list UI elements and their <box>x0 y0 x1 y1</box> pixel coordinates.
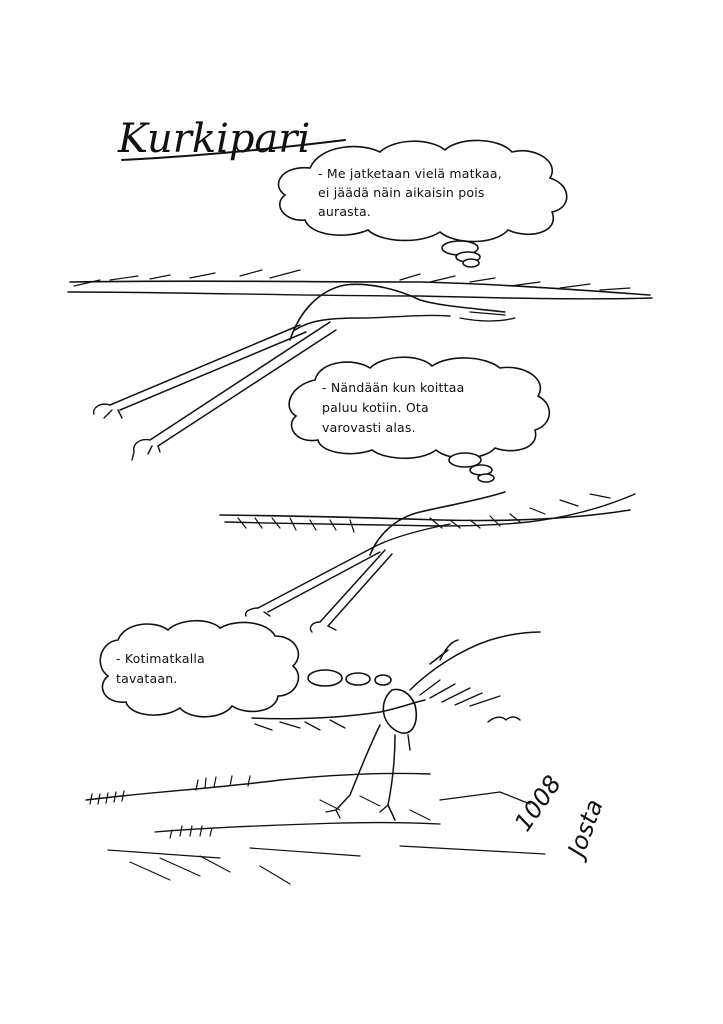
thought-dot <box>462 258 480 268</box>
bubble-line: aurasta. <box>318 204 371 219</box>
cloud-shape <box>288 356 551 460</box>
bubble-line: - Me jatketaan vielä matkaa, <box>318 166 502 181</box>
thought-bubble-3: - Kotimatkalla tavataan. <box>99 619 392 718</box>
bubble-line: paluu kotiin. Ota <box>322 400 429 415</box>
landscape <box>85 772 546 885</box>
title-underline <box>121 139 346 161</box>
thought-bubble-1: - Me jatketaan vielä matkaa, ei jäädä nä… <box>277 139 568 268</box>
signature-name: Josta <box>561 796 609 864</box>
crane-drawing-2 <box>219 491 636 633</box>
thought-dot <box>307 669 343 687</box>
thought-dot <box>448 452 482 468</box>
bubble-line: varovasti alas. <box>322 420 416 435</box>
cloud-shape <box>277 139 568 243</box>
signature-year: 1008 <box>509 770 567 836</box>
bubble-line: - Nändään kun koittaa <box>322 380 464 395</box>
cloud-shape <box>99 619 300 718</box>
bubble-line: tavataan. <box>116 671 178 686</box>
bubble-line: ei jäädä näin aikaisin pois <box>318 185 485 200</box>
bubble-line: - Kotimatkalla <box>116 651 205 666</box>
title-text: Kurkipari <box>117 116 310 162</box>
thought-bubble-2: - Nändään kun koittaa paluu kotiin. Ota … <box>288 356 551 483</box>
title: Kurkipari <box>117 116 346 162</box>
thought-dot <box>374 674 392 686</box>
thought-dot <box>477 473 495 483</box>
crane-drawing-3 <box>251 631 541 821</box>
signature: 1008 Josta <box>509 770 609 863</box>
crane-drawing-1 <box>67 269 653 461</box>
thought-dot <box>345 672 371 686</box>
